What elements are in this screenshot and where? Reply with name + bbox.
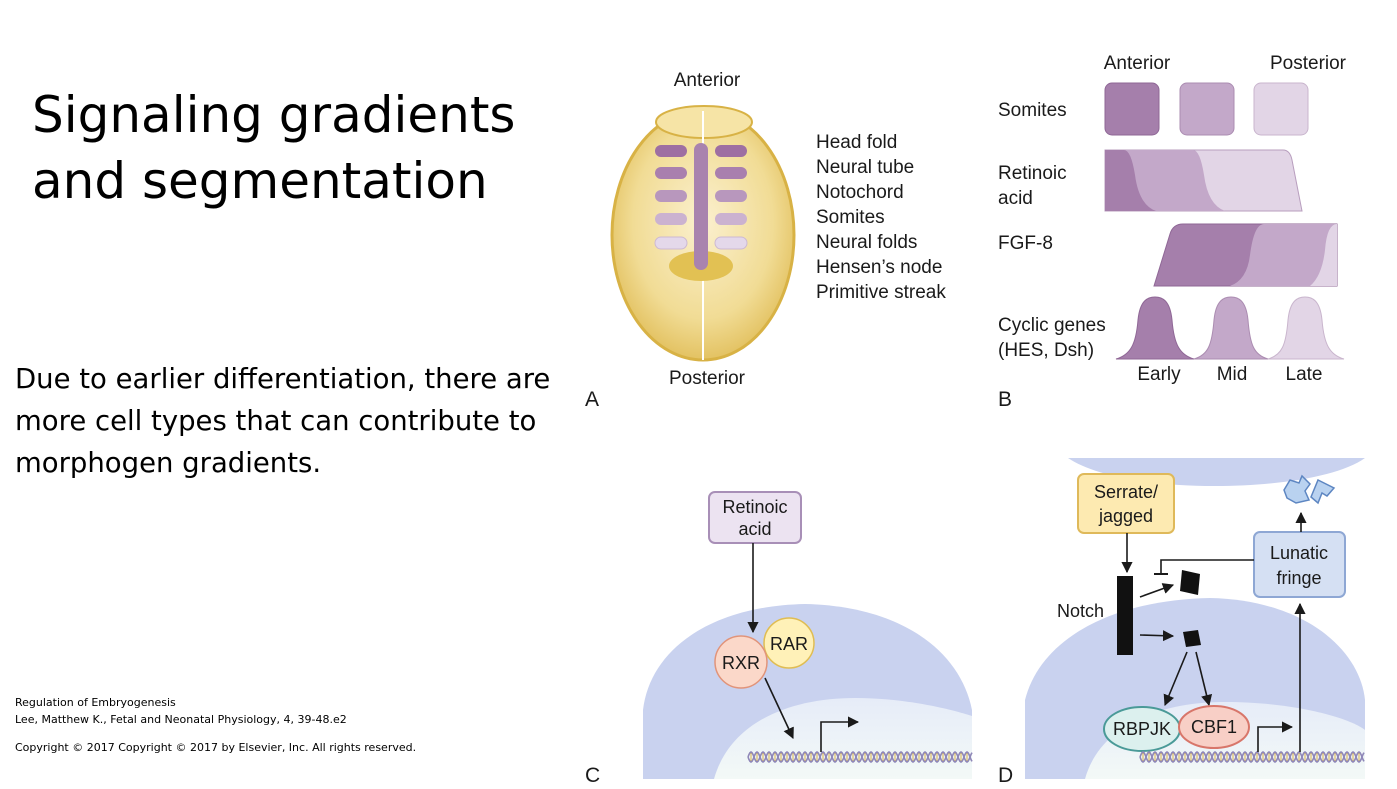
glycan-shape-1 [1283,474,1311,504]
notch-intracellular-domain [1183,630,1201,647]
citation-line-1: Regulation of Embryogenesis [15,696,176,709]
lunatic-fringe-line-2: fringe [1276,568,1321,588]
row-label-somites: Somites [998,100,1067,121]
wave-late [1267,296,1345,360]
panel-a-posterior-label: Posterior [669,368,746,389]
row-label-fgf8: FGF-8 [998,233,1053,254]
panel-b-letter: B [998,388,1012,411]
somite [715,145,747,157]
notch-fragment-1 [1180,570,1200,595]
dna-backbone [747,751,973,763]
rxr-label: RXR [722,653,760,673]
fgf8-gradient [1153,223,1338,287]
fringe-inhibition-line [1160,559,1254,573]
retinoic-acid-gradient [1104,149,1303,212]
transcription-start-arrow-c [820,716,860,752]
row-label-hes-dsh: (HES, Dsh) [998,340,1094,361]
rbpjk-label: RBPJK [1113,719,1171,739]
panel-b-posterior-label: Posterior [1270,53,1347,74]
stage-mid: Mid [1217,364,1248,385]
somite [715,213,747,225]
notch-label: Notch [1057,601,1104,621]
slide-body-text: Due to earlier differentiation, there ar… [15,363,551,479]
notochord [694,143,708,270]
glycan-shapes [1283,474,1336,505]
cbf1-factor [1178,705,1250,749]
somite-posterior [1253,82,1309,136]
panel-c-letter: C [585,764,600,787]
citation: Regulation of Embryogenesis Lee, Matthew… [15,694,347,728]
row-label-retinoic: Retinoic [998,163,1067,184]
legend-somites: Somites [816,207,885,228]
row-label-cyclic-genes: Cyclic genes [998,315,1106,336]
somite-pairs [654,145,748,250]
somite-middle [1179,82,1235,136]
retinoic-acid-box-line-1: Retinoic [722,497,787,517]
dna-strand-d [1139,751,1365,763]
arrow-receptor-to-dna [764,677,794,740]
somite [714,236,748,250]
panel-b: Anterior Posterior Somites Retinoic acid… [998,53,1347,411]
somite [655,145,687,157]
serrate-line-1: Serrate/ [1094,482,1158,502]
serrate-jagged-box [1077,473,1175,534]
wave-mid [1193,296,1269,360]
cyclic-gene-waves [1115,296,1345,360]
copyright-notice: Copyright © 2017 Copyright © 2017 by Els… [15,741,417,754]
arrow-notch-cleavage-2 [1139,630,1175,642]
panel-b-anterior-label: Anterior [1104,53,1171,74]
somite [654,236,688,250]
arrow-nicd-to-cbf1 [1195,651,1213,707]
slide-title: Signaling gradients and segmentation [32,86,516,210]
panel-a-anterior-label: Anterior [674,70,741,91]
panel-d: Serrate/ jagged Notch RBPJK CBF1 Lunatic… [998,458,1365,787]
citation-line-2: Lee, Matthew K., Fetal and Neonatal Phys… [15,713,347,726]
cbf1-label: CBF1 [1191,717,1237,737]
arrow-nicd-to-rbpjk [1163,651,1188,707]
legend-neural-folds: Neural folds [816,232,917,253]
somite [655,190,687,202]
stage-late: Late [1286,364,1323,385]
somite [655,213,687,225]
legend-head-fold: Head fold [816,132,897,153]
rar-label: RAR [770,634,808,654]
legend-primitive-streak: Primitive streak [816,282,946,303]
notch-receptor [1117,576,1133,655]
dna-backbone [1139,751,1365,763]
legend-neural-tube: Neural tube [816,157,914,178]
rar-receptor [763,617,815,669]
somite [655,167,687,179]
transcription-start-arrow-d [1257,721,1294,752]
panel-a-letter: A [585,388,599,411]
retinoic-acid-box [708,491,802,544]
retinoic-acid-box-line-2: acid [738,519,771,539]
lunatic-fringe-box [1253,531,1346,598]
dna-backbone [1139,751,1365,763]
dna-backbone [747,751,973,763]
rxr-receptor [714,635,768,689]
structure-legend: Head fold Neural tube Notochord Somites … [816,132,946,303]
panel-a: Anterior Posterior Head fold Neural tube… [585,70,946,411]
legend-notochord: Notochord [816,182,904,203]
glycan-shape-2 [1310,478,1336,505]
panel-d-letter: D [998,764,1013,787]
panel-c: Retinoic acid RAR RXR C [585,491,973,787]
legend-hensens-node: Hensen’s node [816,257,942,278]
dna-strand-c [747,751,973,763]
lunatic-fringe-line-1: Lunatic [1270,543,1328,563]
somite [715,167,747,179]
somite [715,190,747,202]
stage-early: Early [1137,364,1181,385]
somite-anterior [1104,82,1160,136]
wave-early [1115,296,1195,360]
row-label-acid: acid [998,188,1033,209]
serrate-line-2: jagged [1098,506,1153,526]
arrow-notch-cleavage-1 [1139,583,1175,598]
